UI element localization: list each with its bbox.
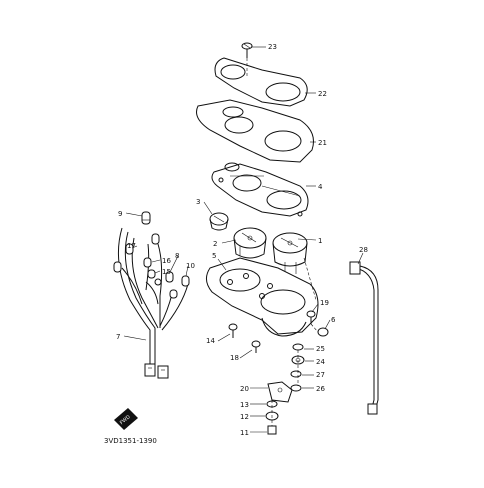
label-part-4: 4 [318,183,323,191]
label-part-19: 19 [320,299,329,307]
gasket-22 [214,57,308,107]
bracket-20 [267,381,293,403]
speedometer-2 [233,227,267,259]
label-part-14: 14 [206,337,215,345]
label-part-8: 8 [175,252,179,260]
label-part-12: 12 [240,413,249,421]
drawing-code: 3VD1351-1390 [104,437,157,445]
bulb-10 [181,275,190,287]
bolt-11 [267,425,277,435]
leader-lines [123,46,364,433]
fwd-arrow-icon: FWD [114,408,138,430]
grommet-6 [317,327,329,337]
label-part-20: 20 [240,385,249,393]
screw-18 [251,340,261,353]
label-part-18: 18 [230,354,239,362]
label-part-23: 23 [268,43,277,51]
bulb-17 [113,233,160,273]
bulb-9 [141,211,151,225]
small-meter-3 [209,212,229,231]
bulb-8 [165,271,178,299]
label-part-9: 9 [118,210,122,218]
lower-case-5 [206,257,319,337]
label-part-21: 21 [318,139,327,147]
damper-25 [292,343,304,351]
label-part-24: 24 [316,358,325,366]
label-part-11: 11 [240,429,249,437]
label-part-16: 16 [162,257,171,265]
label-part-6: 6 [331,316,336,324]
label-part-28: 28 [359,246,368,254]
screw-19 [306,310,316,324]
cover-plate-21 [196,99,314,163]
part-labels: 23 22 21 4 3 1 2 5 28 9 17 16 15 8 10 7 … [116,43,368,437]
label-part-3: 3 [196,198,200,206]
label-part-13: 13 [240,401,249,409]
assembly-guides [246,58,319,426]
label-part-7: 7 [116,333,120,341]
label-part-27: 27 [316,371,325,379]
label-part-10: 10 [186,262,195,270]
washer-27 [290,370,302,378]
label-part-2: 2 [213,240,217,248]
label-part-1: 1 [318,237,322,245]
screw-14 [228,323,238,338]
nut-26 [290,384,302,392]
label-part-25: 25 [316,345,325,353]
upper-case-4 [211,162,309,217]
label-part-26: 26 [316,385,325,393]
label-part-5: 5 [212,252,216,260]
screw-23 [241,42,253,58]
cable-28 [349,261,379,415]
bulb-15 [147,269,162,286]
label-part-17: 17 [127,242,136,250]
label-part-22: 22 [318,90,327,98]
label-part-15: 15 [162,268,171,276]
bulb-16 [143,257,152,268]
